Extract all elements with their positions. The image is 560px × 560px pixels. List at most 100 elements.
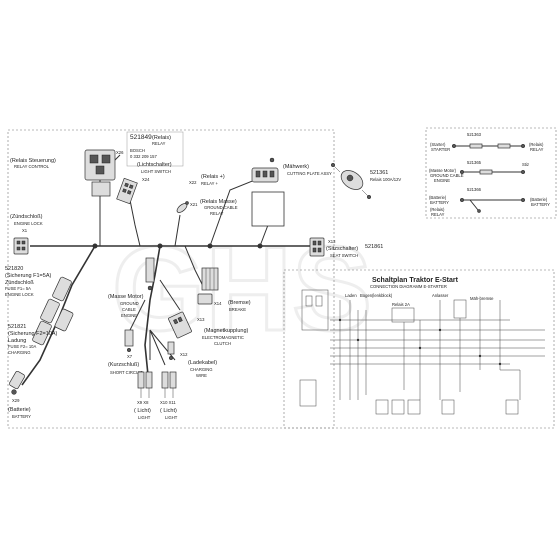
engine-ground-de: (Masse Motor) [108, 294, 144, 300]
cable-sleeve [479, 169, 493, 175]
short-circuit-x-code: X7 [127, 354, 133, 359]
fuse-f2-de2: Ladung [8, 338, 26, 344]
cable-terminal [520, 169, 526, 175]
charging-en2: WIRE [196, 373, 207, 378]
cable-sleeve [497, 143, 511, 149]
cable-inset-panel: 521363 (Starter) STARTER (Relais) RELAY … [425, 127, 557, 219]
mower-relay-component [251, 157, 285, 227]
seat-switch-x-code: X13 [328, 239, 336, 244]
battery-cable-de: (Batterie) [429, 195, 447, 200]
fuse-f1-en: FUSE F1= 5A [5, 286, 31, 291]
charging-en: CHARGING [190, 367, 213, 372]
clutch-connector [168, 311, 192, 339]
fuse-f1-en2: ENGINE LOCK [5, 292, 34, 297]
schematic-battery-block [299, 379, 317, 407]
schematic-label: Anlasser [432, 293, 449, 298]
ignition-de: (Zündschloß) [10, 214, 43, 220]
ignition-x-code: X1 [22, 228, 28, 233]
clutch-de: (Magnetkupplung) [204, 328, 249, 334]
starter-part: 521363 [467, 132, 482, 137]
schematic-node [438, 328, 442, 332]
light-connectors [137, 371, 177, 398]
battery-cable-en: BATTERY [430, 200, 449, 205]
starter-relay-en: RELAY [530, 147, 544, 152]
clutch-en2: CLUTCH [214, 341, 231, 346]
schematic-switch [315, 295, 323, 307]
schematic-panel-border [283, 269, 555, 429]
engine-ground-en3: ENGINE [121, 313, 137, 318]
schematic-label: Relais 2A [392, 302, 410, 307]
light-left-en: LIGHT [138, 415, 151, 420]
light-switch-connector [116, 177, 138, 205]
seat-switch-en: SEAT SWITCH [330, 253, 358, 258]
cable-terminal [520, 197, 526, 203]
fuse-f2-de: (Sicherung F2=10A) [8, 331, 58, 337]
short-circuit-de: (Kurzschluß) [108, 362, 139, 368]
relay-control-component [84, 149, 116, 197]
relay-100a-text: Relais 100A/12V [370, 177, 401, 182]
schematic-node [356, 338, 360, 342]
battery-cable-relay-de: (Relais) [430, 207, 445, 212]
light-right-en: LIGHT [165, 415, 178, 420]
schematic-charge-block [441, 399, 455, 415]
relay-ground-en: GROUND CABLE [204, 205, 238, 210]
short-circuit-branch [129, 299, 146, 331]
relay-ground-branch [174, 214, 181, 247]
relay-plus-en: RELAY + [201, 181, 219, 186]
light-switch-x-code: X24 [142, 177, 150, 182]
brake-en: BREAKE [229, 307, 246, 312]
cable-terminal [477, 209, 481, 213]
light-right-x-code: X10 X11 [160, 400, 176, 405]
schematic-subtitle: CONNECTION DIAGRAMM E-STARTER [370, 284, 447, 289]
fuse-f1-de2: Zündschloß [5, 280, 34, 286]
relay-ground-en2: RELAY [210, 211, 224, 216]
ground-engine-en: GROUND CABLE [430, 173, 464, 178]
battery-x-code: X29 [12, 398, 20, 403]
relay-ground-de: (Relais Masse) [200, 199, 237, 205]
fuse-f2-part: 521821 [8, 324, 26, 330]
fuse-f1-part: 521820 [5, 266, 23, 272]
relay-maker-no: 0 332 209 157 [130, 154, 157, 159]
schematic-node [498, 362, 502, 366]
relay-ground-connector [176, 201, 189, 213]
engine-ground-en2: CABLE [122, 307, 136, 312]
schematic-starter-block [453, 299, 467, 319]
schematic-node [478, 354, 482, 358]
inset-panel-border [425, 127, 557, 219]
relay-part-box [126, 131, 184, 167]
battery-cable-de3: (Batterie) [530, 197, 548, 202]
light-switch-de: (Lichtschalter) [137, 162, 172, 168]
battery-de: (Batterie) [8, 407, 31, 413]
schematic-vertical-lines [339, 300, 481, 400]
brake-de: (Bremse) [228, 300, 251, 306]
fuse-f1-de: (Sicherung F1=5A) [5, 273, 51, 279]
relay-plus-branch [209, 179, 256, 247]
schematic-relay-block [391, 307, 415, 323]
battery-cable-part: 521366 [467, 187, 482, 192]
ignition-en: ENGINE LOCK [14, 221, 43, 226]
charging-de: (Ladekabel) [188, 360, 217, 366]
battery-cable-en3: BATTERY [531, 202, 550, 207]
schematic-light-block [407, 399, 421, 415]
light-right-de: ( Licht) [160, 408, 177, 414]
schematic-label: Laden [345, 293, 357, 298]
fuse-f2-en: FUSE F2= 10A [8, 344, 36, 349]
light-wires [149, 329, 176, 366]
junction-node [157, 243, 163, 249]
cable-terminal [459, 197, 465, 203]
schematic-output-lines [510, 329, 545, 357]
fuse-f2-en2: CHARGING [8, 350, 31, 355]
engine-ground-connector [145, 257, 155, 291]
starter-de: (Starter) [430, 142, 446, 147]
clutch-x-code: X13 [197, 317, 205, 322]
ground-engine-en2: ENGINE [434, 178, 450, 183]
light-switch-en: LIGHT SWITCH [141, 169, 171, 174]
relay-maker: BOSCH [130, 148, 145, 153]
harness-part-number: 521861 [365, 244, 383, 250]
junction-node [257, 243, 263, 249]
brake-connector [197, 267, 219, 305]
relay-100a-part: 521361 [370, 170, 388, 176]
relay-100a-component [330, 162, 372, 200]
schematic-label: Mäh-bremse [470, 296, 494, 301]
clutch-en: ELECTROMAGNETIC [202, 335, 244, 340]
